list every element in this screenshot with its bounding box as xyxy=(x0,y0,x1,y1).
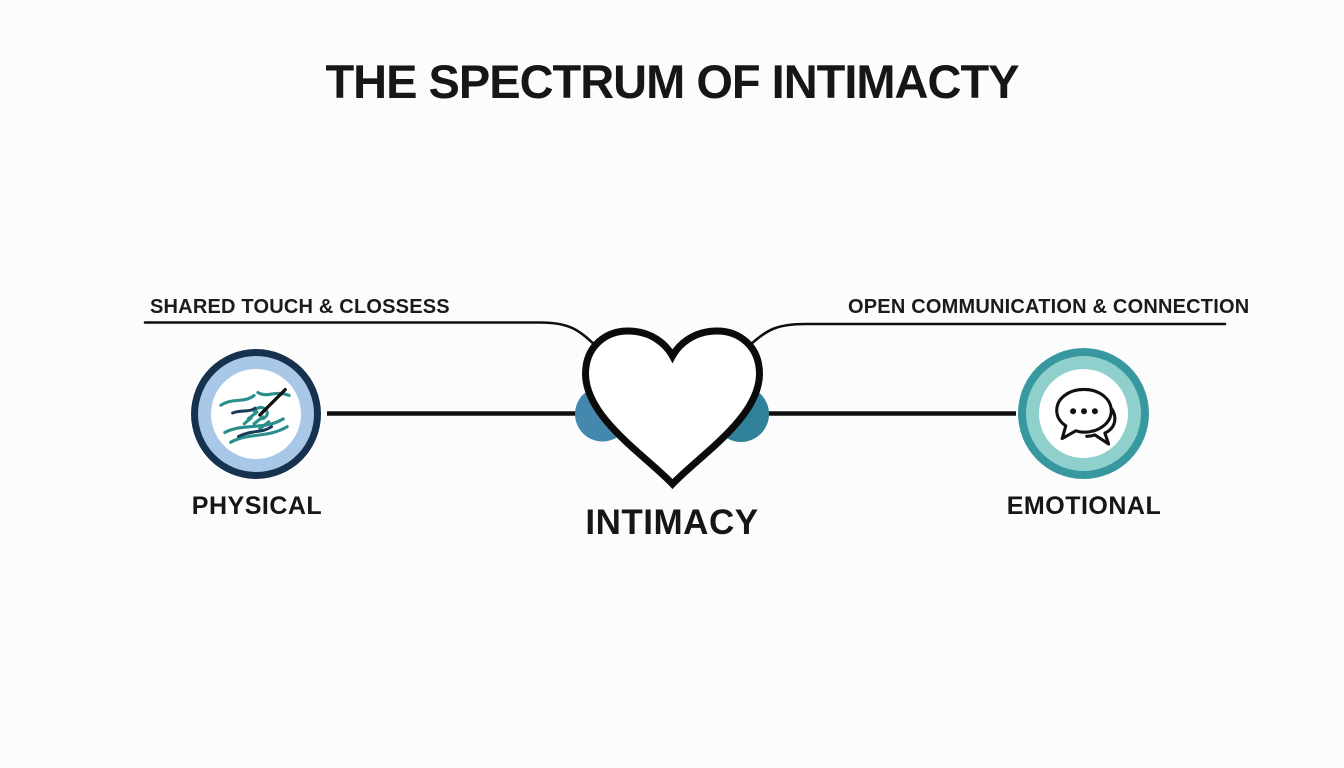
page-title: THE SPECTRUM OF INTIMACTY xyxy=(325,55,1019,108)
right-caption-underline xyxy=(747,322,1227,348)
emotional-node xyxy=(1018,348,1149,479)
emotional-caption: OPEN COMMUNICATION & CONNECTION xyxy=(848,296,1250,318)
left-caption-underline xyxy=(143,321,599,349)
heart-icon xyxy=(581,327,764,490)
physical-node xyxy=(191,349,321,479)
physical-caption: SHARED TOUCH & CLOSSESS xyxy=(150,296,450,318)
physical-node-core xyxy=(211,369,301,459)
intimacy-label: INTIMACY xyxy=(585,503,759,542)
physical-label: PHYSICAL xyxy=(191,492,323,520)
emotional-label: EMOTIONAL xyxy=(1006,492,1162,520)
holding-hands-icon xyxy=(219,387,291,444)
emotional-node-core xyxy=(1039,369,1128,458)
chat-bubbles-icon xyxy=(1054,387,1116,446)
